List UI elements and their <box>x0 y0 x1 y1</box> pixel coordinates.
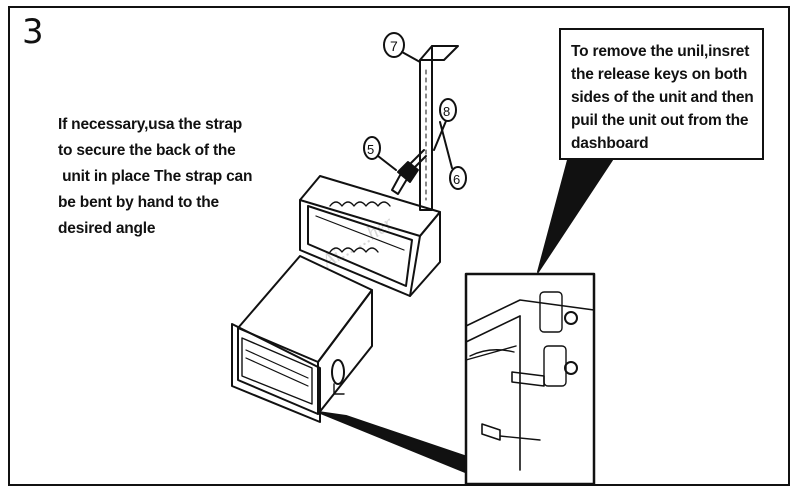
removal-instruction-line: sides of the unit and then <box>571 89 754 106</box>
callout-strap: 7 <box>383 32 421 63</box>
strap-instruction-line: to secure the back of the <box>58 142 236 159</box>
removal-instruction-line: the release keys on both <box>571 66 748 83</box>
strap-instruction-line: unit in place The strap can <box>58 168 253 185</box>
detail-leader-wedge <box>317 411 471 475</box>
callout-strap-label: 7 <box>390 38 398 54</box>
callout-screw: 5 <box>363 136 397 171</box>
callout-bolt-label: 8 <box>443 104 450 119</box>
callout-nut: 6 <box>439 121 467 190</box>
step-number: 3 <box>22 12 44 52</box>
diagram-frame <box>8 6 790 486</box>
metal-strap <box>419 45 459 211</box>
screw-part <box>391 149 427 195</box>
removal-instruction-box: To remove the unil,insret the release ke… <box>559 28 764 160</box>
mounting-sleeve <box>299 175 441 297</box>
radio-unit <box>231 255 373 423</box>
strap-instruction-line: desired angle <box>58 220 156 237</box>
removal-instruction-line: puil the unit out from the <box>571 112 749 129</box>
callout-screw-label: 5 <box>367 142 374 157</box>
note-pointer <box>537 159 613 273</box>
removal-instruction-line: dashboard <box>571 135 649 152</box>
callout-nut-label: 6 <box>453 172 460 187</box>
strap-instruction-line: If necessary,usa the strap <box>58 116 243 133</box>
detail-view <box>464 272 596 486</box>
strap-instruction: If necessary,usa the strap to secure the… <box>58 112 288 242</box>
removal-instruction-line: To remove the unil,insret <box>571 43 750 60</box>
strap-instruction-line: be bent by hand to the <box>58 194 219 211</box>
callout-bolt: 8 <box>433 98 457 151</box>
